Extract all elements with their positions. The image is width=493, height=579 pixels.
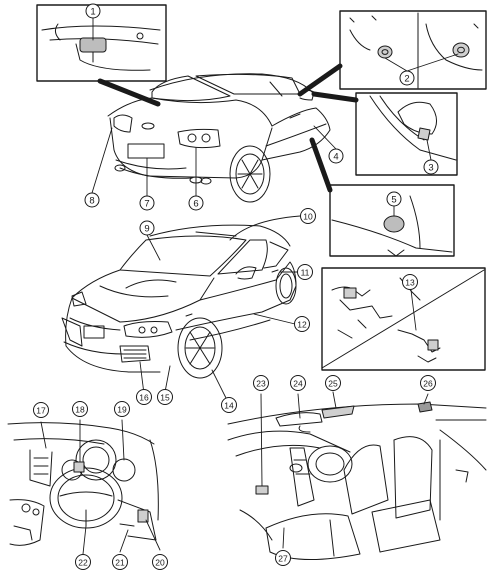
inset-rear-window <box>36 4 167 107</box>
svg-text:23: 23 <box>256 378 266 388</box>
inset-engine-bay <box>321 267 486 371</box>
svg-text:3: 3 <box>428 163 433 174</box>
callout-8: 8 <box>84 192 100 208</box>
callout-6: 6 <box>188 195 204 211</box>
svg-text:26: 26 <box>423 378 433 388</box>
callout-9: 9 <box>139 220 155 236</box>
inset-side-marker <box>297 10 487 97</box>
callout-10: 10 <box>300 208 316 224</box>
callout-25: 25 <box>325 375 341 391</box>
svg-text:9: 9 <box>144 224 149 235</box>
callout-11: 11 <box>297 264 313 280</box>
callout-3: 3 <box>423 159 439 175</box>
callout-22: 22 <box>75 554 91 570</box>
svg-text:10: 10 <box>303 211 313 221</box>
leader-lines <box>40 17 459 555</box>
callout-17: 17 <box>33 402 49 418</box>
svg-text:13: 13 <box>405 277 415 287</box>
svg-text:19: 19 <box>117 404 127 414</box>
callout-7: 7 <box>139 195 155 211</box>
callout-24: 24 <box>290 375 306 391</box>
callout-16: 16 <box>136 389 152 405</box>
svg-text:7: 7 <box>144 199 149 210</box>
callout-26: 26 <box>420 375 436 391</box>
svg-text:2: 2 <box>404 74 409 85</box>
callout-27: 27 <box>275 550 291 566</box>
callout-23: 23 <box>253 375 269 391</box>
callout-1: 1 <box>85 3 101 19</box>
inset-mirror <box>311 91 458 176</box>
interior-illustration <box>227 401 487 560</box>
callout-15: 15 <box>157 389 173 405</box>
svg-text:8: 8 <box>89 196 94 207</box>
svg-text:15: 15 <box>160 392 170 402</box>
callout-markers: 1 2 3 4 5 6 7 8 9 10 11 12 13 14 15 16 1… <box>33 3 439 570</box>
svg-text:24: 24 <box>293 378 303 388</box>
callout-4: 4 <box>328 148 344 164</box>
svg-text:20: 20 <box>155 557 165 567</box>
svg-text:17: 17 <box>36 405 46 415</box>
callout-5: 5 <box>386 191 402 207</box>
callout-21: 21 <box>112 554 128 570</box>
callout-19: 19 <box>114 401 130 417</box>
callout-20: 20 <box>152 554 168 570</box>
svg-text:18: 18 <box>75 404 85 414</box>
svg-text:1: 1 <box>90 7 95 18</box>
rear-car-illustration <box>107 73 331 203</box>
callout-18: 18 <box>72 401 88 417</box>
svg-text:25: 25 <box>328 378 338 388</box>
svg-text:22: 22 <box>78 557 88 567</box>
svg-text:12: 12 <box>297 319 307 329</box>
front-car-illustration <box>61 224 297 379</box>
svg-text:14: 14 <box>224 400 234 410</box>
svg-text:6: 6 <box>193 199 198 210</box>
callout-14: 14 <box>221 397 237 413</box>
svg-text:27: 27 <box>278 553 288 563</box>
svg-text:11: 11 <box>301 267 310 277</box>
svg-text:16: 16 <box>139 392 149 402</box>
instrument-panel-illustration <box>7 422 159 546</box>
callout-12: 12 <box>294 316 310 332</box>
svg-text:5: 5 <box>391 195 396 206</box>
callout-2: 2 <box>399 70 415 86</box>
callout-13: 13 <box>402 274 418 290</box>
svg-text:21: 21 <box>115 557 125 567</box>
svg-text:4: 4 <box>333 152 338 163</box>
